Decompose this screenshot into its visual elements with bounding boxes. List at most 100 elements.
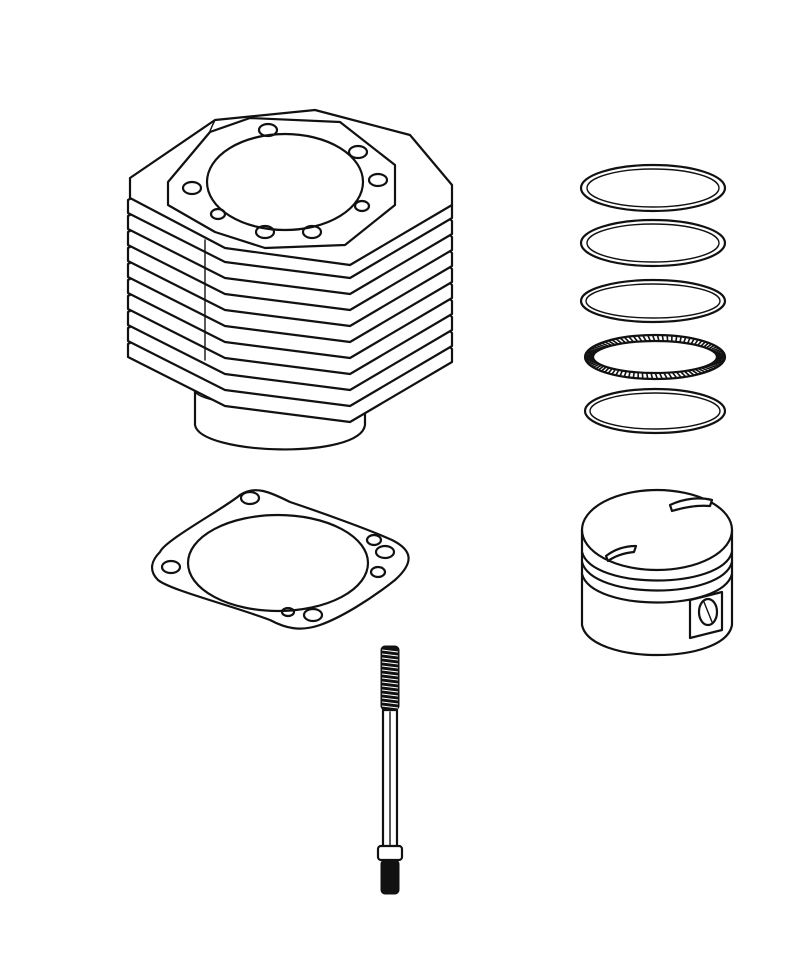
expander-tooth (708, 344, 715, 350)
expander-tooth (716, 356, 726, 359)
expander-tooth (697, 367, 706, 374)
expander-tooth (690, 338, 695, 345)
thread-mark (381, 701, 399, 705)
expander-tooth (656, 334, 660, 342)
thread-mark (381, 685, 399, 689)
expander-tooth (586, 359, 595, 363)
expander-tooth (592, 345, 602, 350)
expander-tooth (710, 363, 720, 367)
expander-tooth (691, 369, 699, 375)
expander-tooth (715, 351, 724, 355)
expander-tooth (693, 339, 699, 346)
thread-mark (381, 653, 399, 657)
expander-tooth (712, 362, 721, 366)
ring-2 (579, 218, 727, 268)
thread-mark (381, 697, 399, 701)
expander-tooth (597, 365, 605, 371)
expander-tooth (595, 344, 604, 349)
expander-tooth (675, 336, 678, 342)
piston (580, 488, 734, 656)
expander-tooth (686, 337, 691, 344)
expander-tooth (595, 364, 602, 370)
ring-3 (579, 278, 727, 324)
expander-tooth (628, 371, 631, 378)
expander-tooth (679, 371, 687, 378)
expander-tooth (604, 367, 610, 373)
expander-tooth (588, 361, 597, 366)
expander-tooth (611, 368, 617, 375)
expander-tooth (683, 336, 687, 344)
thread-mark (381, 681, 399, 685)
expander-tooth (654, 372, 659, 380)
head-gasket (151, 489, 410, 630)
expander-tooth (694, 368, 703, 374)
expander-tooth (675, 371, 682, 378)
expander-tooth (713, 348, 722, 353)
thread-mark (381, 689, 399, 693)
expander-tooth (642, 334, 647, 342)
expander-tooth (587, 350, 597, 353)
expander-tooth (584, 355, 594, 358)
thread-mark (381, 673, 399, 677)
expander-tooth (632, 372, 635, 378)
expander-tooth (687, 369, 695, 376)
expander-tooth (607, 368, 613, 374)
expander-tooth (615, 338, 623, 345)
thread-mark (381, 661, 399, 665)
expander-tooth (679, 336, 682, 343)
ring-1 (579, 163, 727, 213)
thread-mark (381, 693, 399, 697)
thread-mark (381, 705, 399, 709)
expander-tooth (623, 370, 627, 378)
expander-tooth (607, 340, 616, 346)
expander-tooth (716, 354, 725, 358)
thread-mark (381, 657, 399, 661)
expander-tooth (705, 343, 713, 349)
expander-tooth (600, 366, 607, 372)
expander-tooth (590, 362, 598, 367)
thread-mark (381, 669, 399, 673)
expander-tooth (590, 347, 600, 351)
expander-tooth (585, 356, 594, 360)
expander-tooth (661, 334, 665, 342)
expander-tooth (619, 370, 624, 377)
expander-tooth (615, 369, 620, 376)
expander-tooth (700, 341, 706, 347)
expander-tooth (619, 337, 627, 344)
expander-tooth (651, 334, 656, 342)
expander-tooth (708, 364, 718, 369)
expander-tooth (703, 342, 710, 348)
expander-tooth (604, 340, 613, 347)
head-stud (376, 645, 404, 895)
expander-tooth (658, 372, 664, 380)
expander-tooth (601, 342, 610, 348)
expander-tooth (637, 335, 643, 342)
ring-expander (583, 333, 727, 381)
expander-tooth (703, 366, 712, 371)
expander-tooth (714, 350, 723, 354)
expander-tooth (645, 372, 649, 380)
expander-tooth (623, 336, 631, 343)
expander-tooth (697, 340, 703, 346)
expander-tooth (646, 334, 652, 342)
expander-tooth (683, 370, 691, 377)
expander-tooth (715, 360, 724, 363)
expander-tooth (671, 371, 678, 379)
ring-5 (583, 387, 727, 435)
expander-tooth (700, 366, 709, 372)
expander-tooth (710, 345, 718, 351)
cylinder-top-deck (128, 108, 454, 267)
cylinder (126, 108, 454, 451)
expander-tooth (585, 358, 594, 361)
expander-tooth (586, 351, 595, 354)
expander-tooth (589, 348, 598, 352)
expander-tooth (611, 339, 619, 345)
thread-mark (381, 677, 399, 681)
expander-tooth (598, 343, 607, 348)
expander-tooth (712, 347, 720, 352)
expander-tooth (632, 335, 639, 343)
expander-tooth (667, 372, 673, 379)
thread-mark (381, 649, 399, 653)
